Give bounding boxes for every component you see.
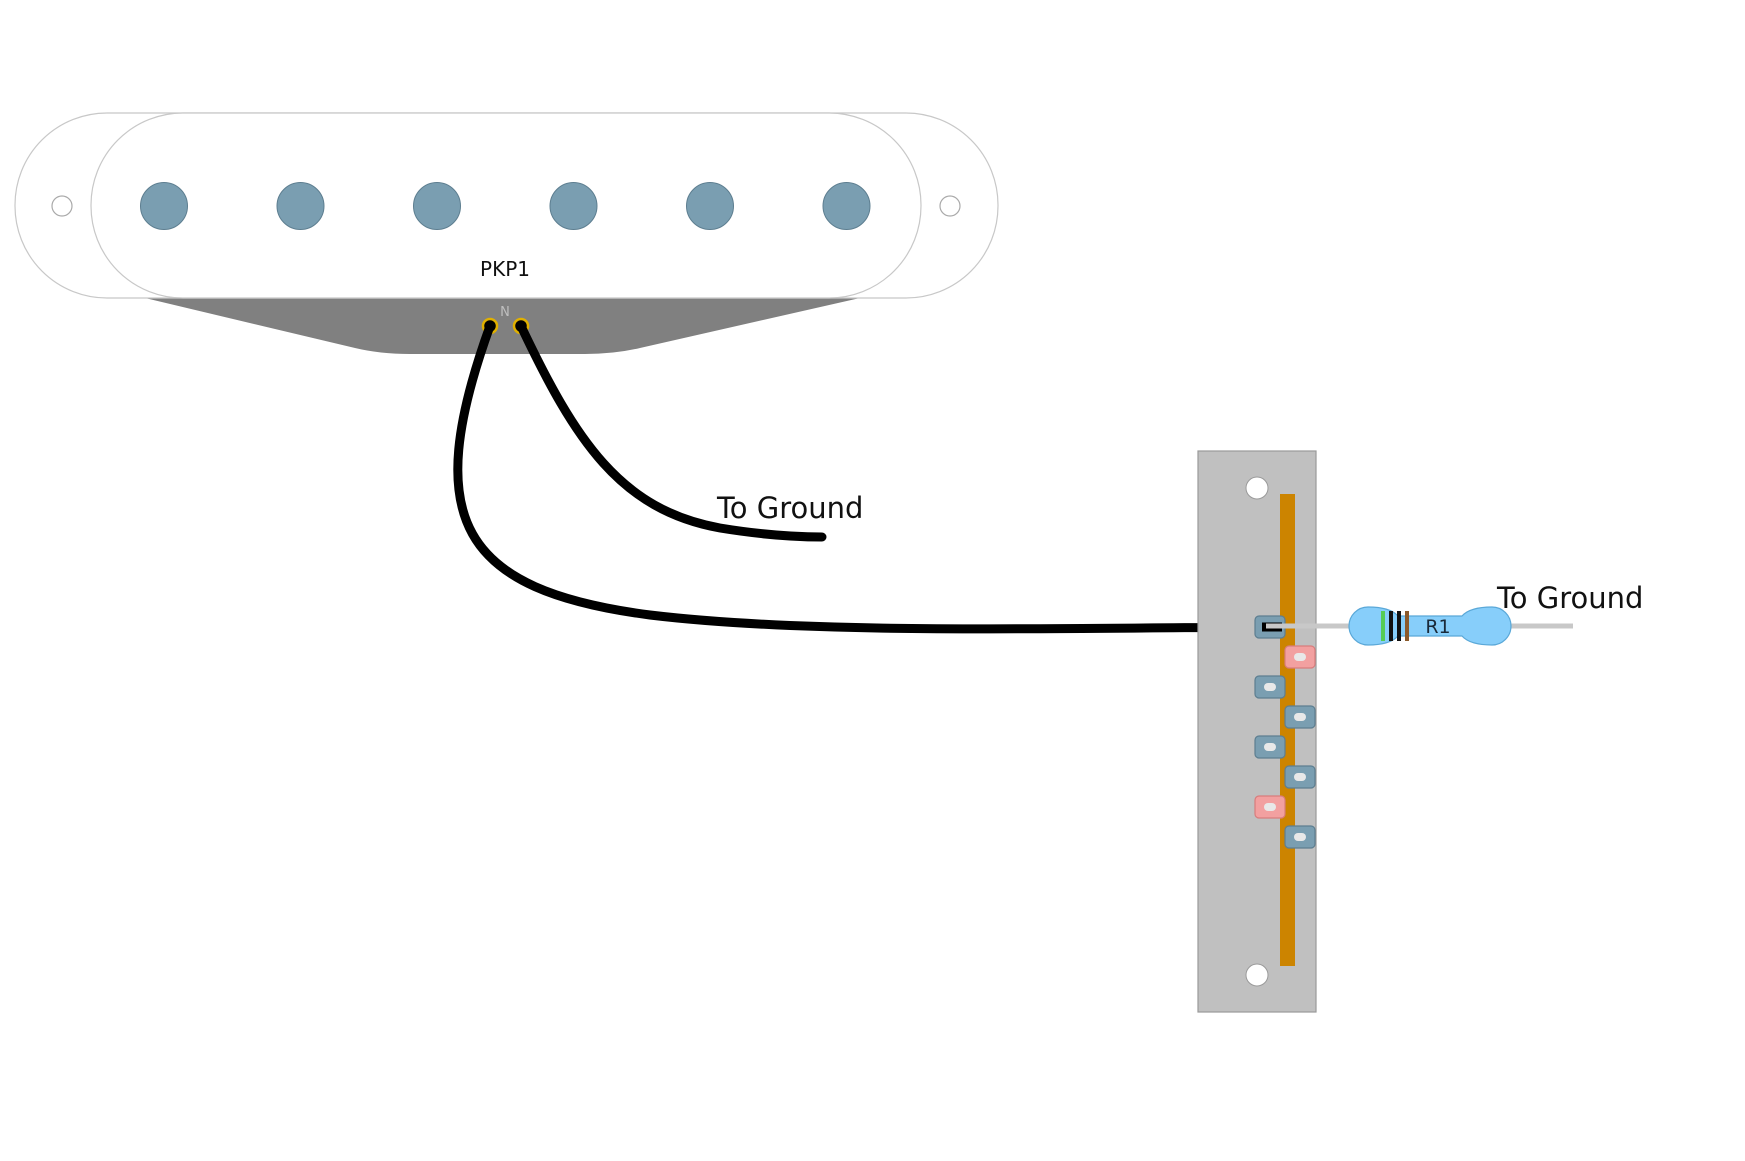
pole-piece — [276, 182, 325, 230]
switch-lug-red[interactable] — [1254, 795, 1286, 819]
pickup-ground-label: To Ground — [716, 491, 863, 525]
resistor-band-green — [1381, 611, 1385, 641]
pole-piece — [822, 182, 871, 230]
switch-slot — [1280, 494, 1295, 966]
switch-lug-blue[interactable] — [1254, 735, 1286, 759]
switch-lug-blue[interactable] — [1284, 825, 1316, 849]
switch-lug-blue[interactable] — [1254, 675, 1286, 699]
wire-pickup-to-switch[interactable] — [453, 321, 1273, 634]
resistor-bands — [1381, 611, 1409, 641]
wire-pickup-ground[interactable] — [516, 321, 827, 542]
switch-plate — [1197, 450, 1317, 1013]
pole-piece — [686, 182, 734, 230]
pickup-label: PKP1 — [480, 257, 530, 281]
resistor-r1[interactable]: R1 — [1266, 606, 1573, 646]
resistor-ground-label: To Ground — [1496, 581, 1643, 615]
resistor-band-brown — [1405, 611, 1409, 641]
pickup-pkp1: PKP1 N — [14, 112, 999, 354]
pole-piece — [413, 182, 461, 230]
switch-lug-red[interactable] — [1284, 645, 1316, 669]
pickup-cover — [90, 112, 922, 299]
pole-pieces — [140, 182, 871, 230]
switch-lug-blue[interactable] — [1284, 765, 1316, 789]
pickup-base — [145, 298, 860, 354]
switch — [1197, 450, 1317, 1013]
pickup-lead-label: N — [500, 305, 510, 320]
switch-mount-hole-bottom — [1245, 963, 1269, 987]
pole-piece — [140, 182, 188, 230]
mounting-hole-right — [939, 195, 961, 217]
pole-piece — [549, 182, 598, 230]
switch-mount-hole-top — [1245, 476, 1269, 500]
resistor-band-black — [1389, 611, 1393, 641]
resistor-label: R1 — [1425, 616, 1450, 638]
resistor-band-black — [1397, 611, 1401, 641]
mounting-hole-left — [51, 195, 73, 217]
switch-lug-blue[interactable] — [1284, 705, 1316, 729]
